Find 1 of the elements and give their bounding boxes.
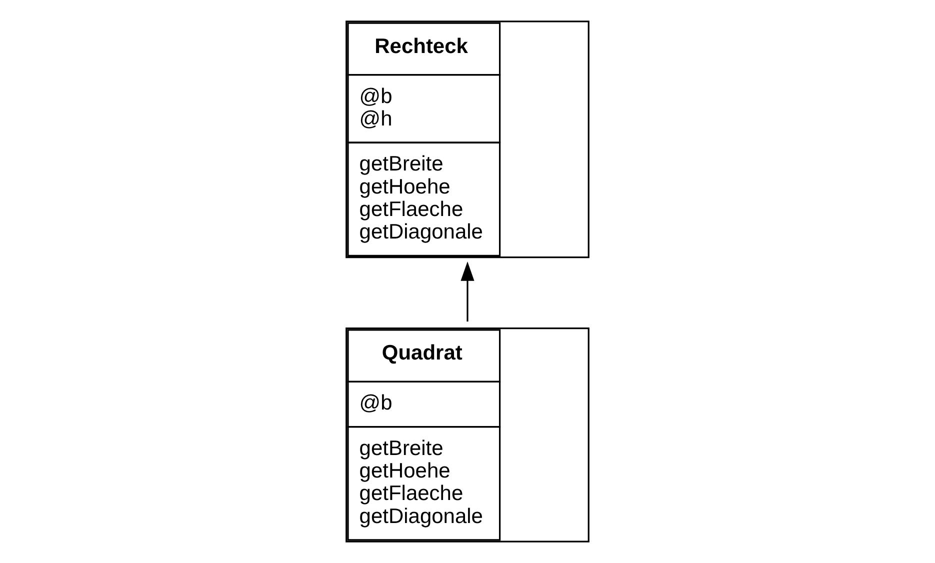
arrow xyxy=(460,261,474,322)
